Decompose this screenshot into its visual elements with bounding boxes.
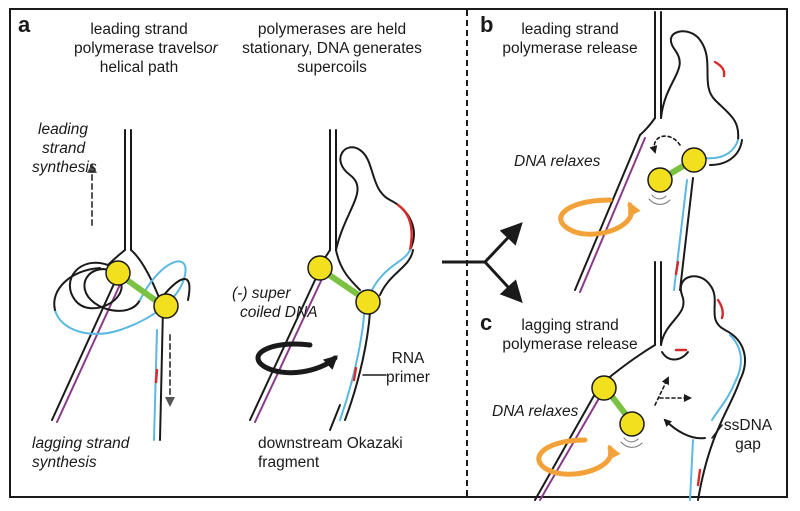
panel-b-relax-label: DNA relaxes bbox=[514, 153, 601, 170]
figure-frame bbox=[9, 8, 788, 498]
panel-b-heading: leading strand polymerase release bbox=[500, 20, 640, 58]
heading-right-line-3: supercoils bbox=[297, 59, 367, 76]
lagging-release-fork bbox=[534, 261, 746, 501]
lagging-line-1: lagging strand bbox=[32, 435, 130, 452]
panel-c-heading-line-2: polymerase release bbox=[502, 336, 638, 353]
leading-line-2: strand bbox=[42, 140, 86, 157]
leading-line-3: synthesis bbox=[32, 159, 97, 176]
panel-divider bbox=[466, 10, 468, 496]
panel-a-heading-left: leading strand polymerase travels helica… bbox=[64, 20, 214, 77]
okazaki-line-1: downstream Okazaki bbox=[258, 435, 403, 452]
helical-fork bbox=[51, 129, 191, 441]
heading-right-line-1: polymerases are held bbox=[257, 21, 407, 38]
panel-c-letter: c bbox=[480, 310, 493, 335]
leading-release-fork bbox=[558, 11, 743, 293]
panel-c-heading-line-1: lagging strand bbox=[521, 317, 619, 334]
panel-a-connector: or bbox=[204, 40, 218, 57]
rna-line-2: primer bbox=[386, 369, 430, 386]
ssdna-line-2: gap bbox=[735, 436, 761, 453]
panel-a-heading-right: polymerases are held stationary, DNA gen… bbox=[232, 20, 432, 77]
heading-left-line-1: leading strand bbox=[90, 21, 188, 38]
rna-line-1: RNA bbox=[391, 350, 425, 367]
leading-synthesis-label: leading strand synthesis bbox=[32, 120, 97, 177]
supercoiled-dna-label: (-) super coiled DNA bbox=[232, 284, 318, 322]
panel-c-relax-label: DNA relaxes bbox=[492, 403, 579, 420]
rna-primer-label: RNA primer bbox=[384, 349, 432, 387]
panel-c-heading: lagging strand polymerase release bbox=[500, 316, 640, 354]
leading-line-1: leading bbox=[38, 121, 88, 138]
heading-left-line-3: helical path bbox=[99, 59, 179, 76]
ssdna-gap-label: ssDNA gap bbox=[720, 416, 776, 454]
heading-right-line-2: stationary, DNA generates bbox=[242, 40, 422, 57]
panel-a-letter: a bbox=[18, 12, 31, 37]
lagging-synthesis-label: lagging strand synthesis bbox=[32, 434, 129, 472]
okazaki-fragment-label: downstream Okazaki fragment bbox=[258, 434, 403, 472]
lagging-line-2: synthesis bbox=[32, 454, 97, 471]
panel-b-letter: b bbox=[480, 12, 494, 37]
stationary-fork bbox=[249, 129, 415, 431]
supercoil-line-1: (-) super bbox=[232, 285, 291, 302]
okazaki-line-2: fragment bbox=[258, 454, 320, 471]
supercoil-line-2: coiled DNA bbox=[240, 304, 318, 321]
branch-arrows bbox=[442, 222, 523, 303]
ssdna-line-1: ssDNA bbox=[723, 417, 773, 434]
heading-left-line-2: polymerase travels bbox=[73, 40, 205, 57]
panel-b-heading-line-1: leading strand bbox=[521, 21, 619, 38]
panel-b-heading-line-2: polymerase release bbox=[502, 40, 638, 57]
